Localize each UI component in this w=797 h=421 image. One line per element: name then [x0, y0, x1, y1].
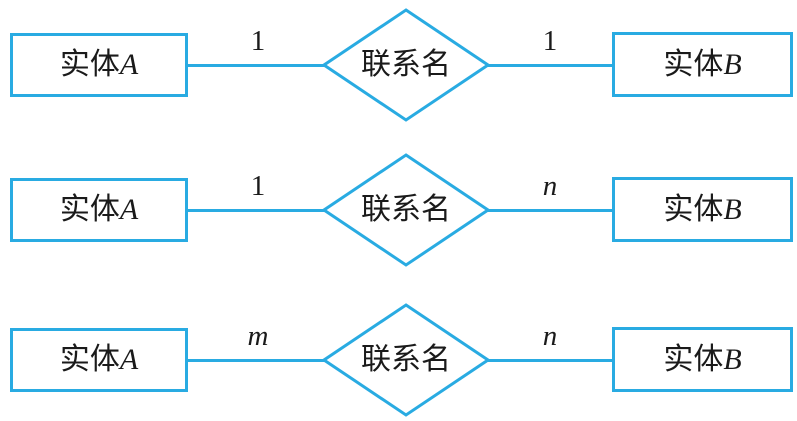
- cardinality-right: 1: [542, 25, 558, 57]
- connector-line-left: [186, 359, 332, 362]
- entity-a-box: 实体A: [10, 33, 188, 97]
- connector-line-right: [482, 209, 614, 212]
- entity-b-label: 实体B: [663, 192, 742, 226]
- connector-line-right: [482, 64, 614, 67]
- entity-a-box: 实体A: [10, 328, 188, 392]
- diamond-shape: [322, 8, 490, 122]
- relationship-label: 联系名: [361, 343, 451, 376]
- entity-a-label: 实体A: [59, 48, 139, 81]
- relationship-label: 联系名: [361, 193, 451, 226]
- entity-b-label: 实体B: [663, 47, 742, 81]
- entity-b-box: 实体B: [612, 32, 793, 97]
- entity-a-box: 实体A: [10, 178, 188, 242]
- relationship-diamond: 联系名: [322, 303, 490, 417]
- relationship-label: 联系名: [361, 48, 451, 81]
- cardinality-left: m: [247, 320, 269, 352]
- relationship-diamond: 联系名: [322, 8, 490, 122]
- cardinality-right: n: [542, 170, 558, 202]
- connector-line-left: [186, 209, 332, 212]
- connector-line-right: [482, 359, 614, 362]
- entity-b-box: 实体B: [612, 177, 793, 242]
- entity-a-label: 实体A: [59, 193, 139, 226]
- diamond-shape: [322, 153, 490, 267]
- entity-b-label: 实体B: [663, 342, 742, 376]
- entity-b-box: 实体B: [612, 327, 793, 392]
- er-row-one-to-many: 实体A 1 联系名 n 实体B: [0, 145, 797, 276]
- er-row-many-to-many: 实体A m 联系名 n 实体B: [0, 295, 797, 421]
- diamond-shape: [322, 303, 490, 417]
- cardinality-left: 1: [250, 25, 266, 57]
- cardinality-left: 1: [250, 170, 266, 202]
- relationship-diamond: 联系名: [322, 153, 490, 267]
- connector-line-left: [186, 64, 332, 67]
- cardinality-right: n: [542, 320, 558, 352]
- entity-a-label: 实体A: [59, 343, 139, 376]
- er-row-one-to-one: 实体A 1 联系名 1 实体B: [0, 0, 797, 131]
